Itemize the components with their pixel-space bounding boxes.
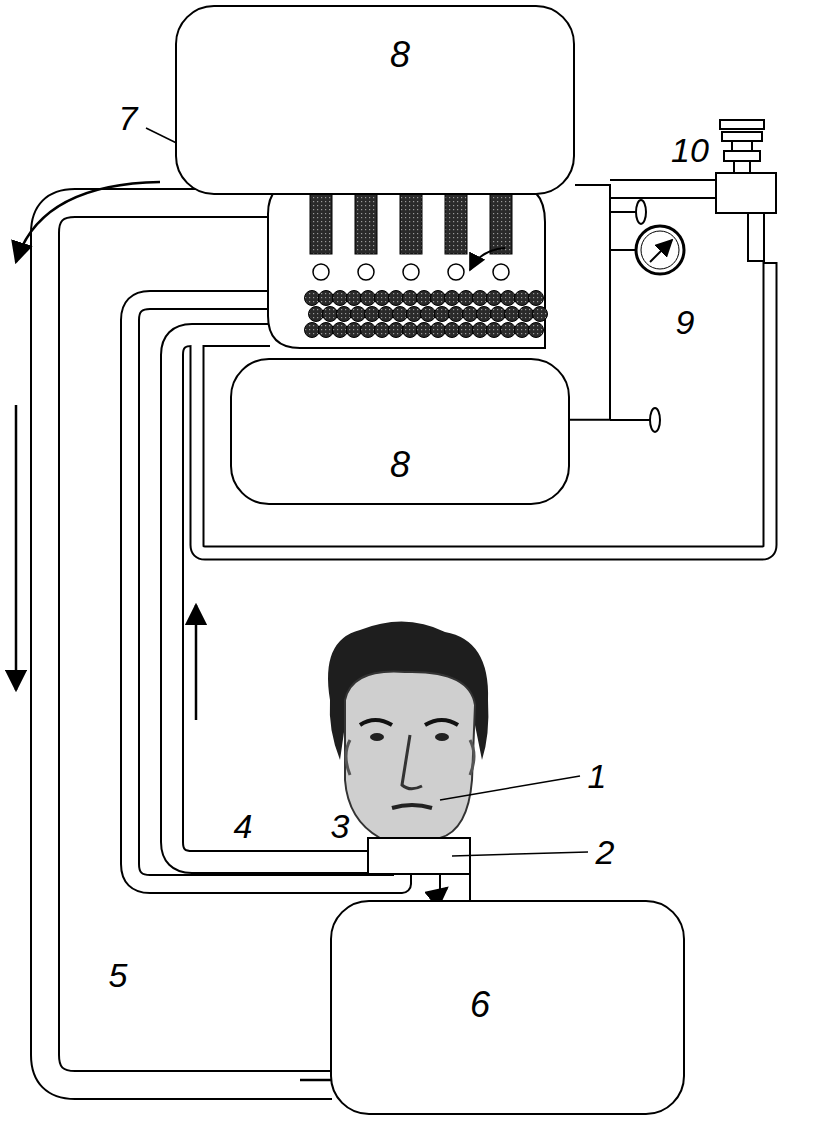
granule: [487, 291, 502, 306]
node-shape: [331, 901, 684, 1114]
callout-number: 5: [109, 958, 128, 992]
granule: [337, 307, 352, 322]
granule: [435, 307, 450, 322]
granule: [375, 291, 390, 306]
granule: [501, 323, 516, 338]
granule: [403, 323, 418, 338]
granule: [473, 291, 488, 306]
label-anchor: 1: [597, 776, 616, 810]
check-ball: [403, 264, 419, 280]
granule: [463, 307, 478, 322]
label-anchor: 9: [685, 322, 704, 356]
granule: [323, 307, 338, 322]
granule: [505, 307, 520, 322]
granule: [333, 291, 348, 306]
callout-number: 8: [390, 447, 410, 483]
granule: [393, 307, 408, 322]
callout-number: 3: [331, 809, 350, 843]
callout-number: 1: [588, 759, 607, 793]
granule: [347, 291, 362, 306]
granule: [491, 307, 506, 322]
label-anchor: 2: [605, 852, 624, 886]
callout-number: 7: [119, 101, 138, 135]
granule: [445, 323, 460, 338]
granule: [403, 291, 418, 306]
absorbent-cell: [355, 186, 377, 254]
cartridge-housing: [268, 182, 545, 348]
granule: [459, 323, 474, 338]
granule: [319, 291, 334, 306]
gas-cylinder: 8: [175, 5, 575, 195]
granule: [477, 307, 492, 322]
callout-number: 2: [596, 835, 615, 869]
granule: [459, 291, 474, 306]
breathing-bag: 6: [330, 900, 685, 1115]
gas-cylinder: 8: [230, 358, 570, 505]
granule: [351, 307, 366, 322]
granule: [347, 323, 362, 338]
absorbent-cell: [310, 186, 332, 254]
node-outline: [175, 5, 575, 195]
label-anchor: 4: [243, 826, 262, 860]
granule: [319, 323, 334, 338]
granule: [417, 291, 432, 306]
absorbent-granules: [305, 186, 548, 338]
check-ball: [493, 264, 509, 280]
granule: [519, 307, 534, 322]
absorbent-cell: [445, 186, 467, 254]
pressure-gauge: [636, 226, 684, 274]
granule: [361, 291, 376, 306]
granule: [305, 291, 320, 306]
leader-lines: [146, 128, 588, 856]
granule: [333, 323, 348, 338]
granule: [365, 307, 380, 322]
check-ball: [313, 264, 329, 280]
callout-number: 10: [671, 133, 709, 167]
label-anchor: 10: [690, 150, 728, 184]
callout-number: 6: [470, 987, 490, 1023]
granule: [445, 291, 460, 306]
granule: [417, 323, 432, 338]
pressure-regulator: [716, 120, 776, 261]
granule: [431, 323, 446, 338]
check-ball: [358, 264, 374, 280]
granule: [533, 307, 548, 322]
granule: [501, 291, 516, 306]
granule: [361, 323, 376, 338]
granule: [389, 323, 404, 338]
granule: [375, 323, 390, 338]
granule: [487, 323, 502, 338]
granule: [515, 291, 530, 306]
absorbent-cell: [490, 186, 512, 254]
granule: [529, 323, 544, 338]
node-outline: [330, 900, 685, 1115]
node-shape: [231, 359, 569, 504]
granule: [421, 307, 436, 322]
granule: [473, 323, 488, 338]
absorbent-cell: [400, 186, 422, 254]
granule: [309, 307, 324, 322]
granule: [389, 291, 404, 306]
granule: [431, 291, 446, 306]
granule: [529, 291, 544, 306]
granule: [407, 307, 422, 322]
granule: [449, 307, 464, 322]
callout-number: 9: [676, 305, 695, 339]
granule: [515, 323, 530, 338]
label-anchor: 7: [128, 118, 147, 152]
node-shape: [176, 6, 574, 194]
label-anchor: 5: [118, 975, 137, 1009]
granule: [379, 307, 394, 322]
gas-line: [570, 185, 610, 420]
label-anchor: 3: [340, 826, 359, 860]
callout-number: 8: [390, 37, 410, 73]
pointer-arrow: [470, 248, 505, 270]
check-ball: [448, 264, 464, 280]
granule: [305, 323, 320, 338]
callout-number: 4: [234, 809, 253, 843]
user-face: [328, 621, 488, 838]
manifold-lines: [610, 180, 716, 420]
